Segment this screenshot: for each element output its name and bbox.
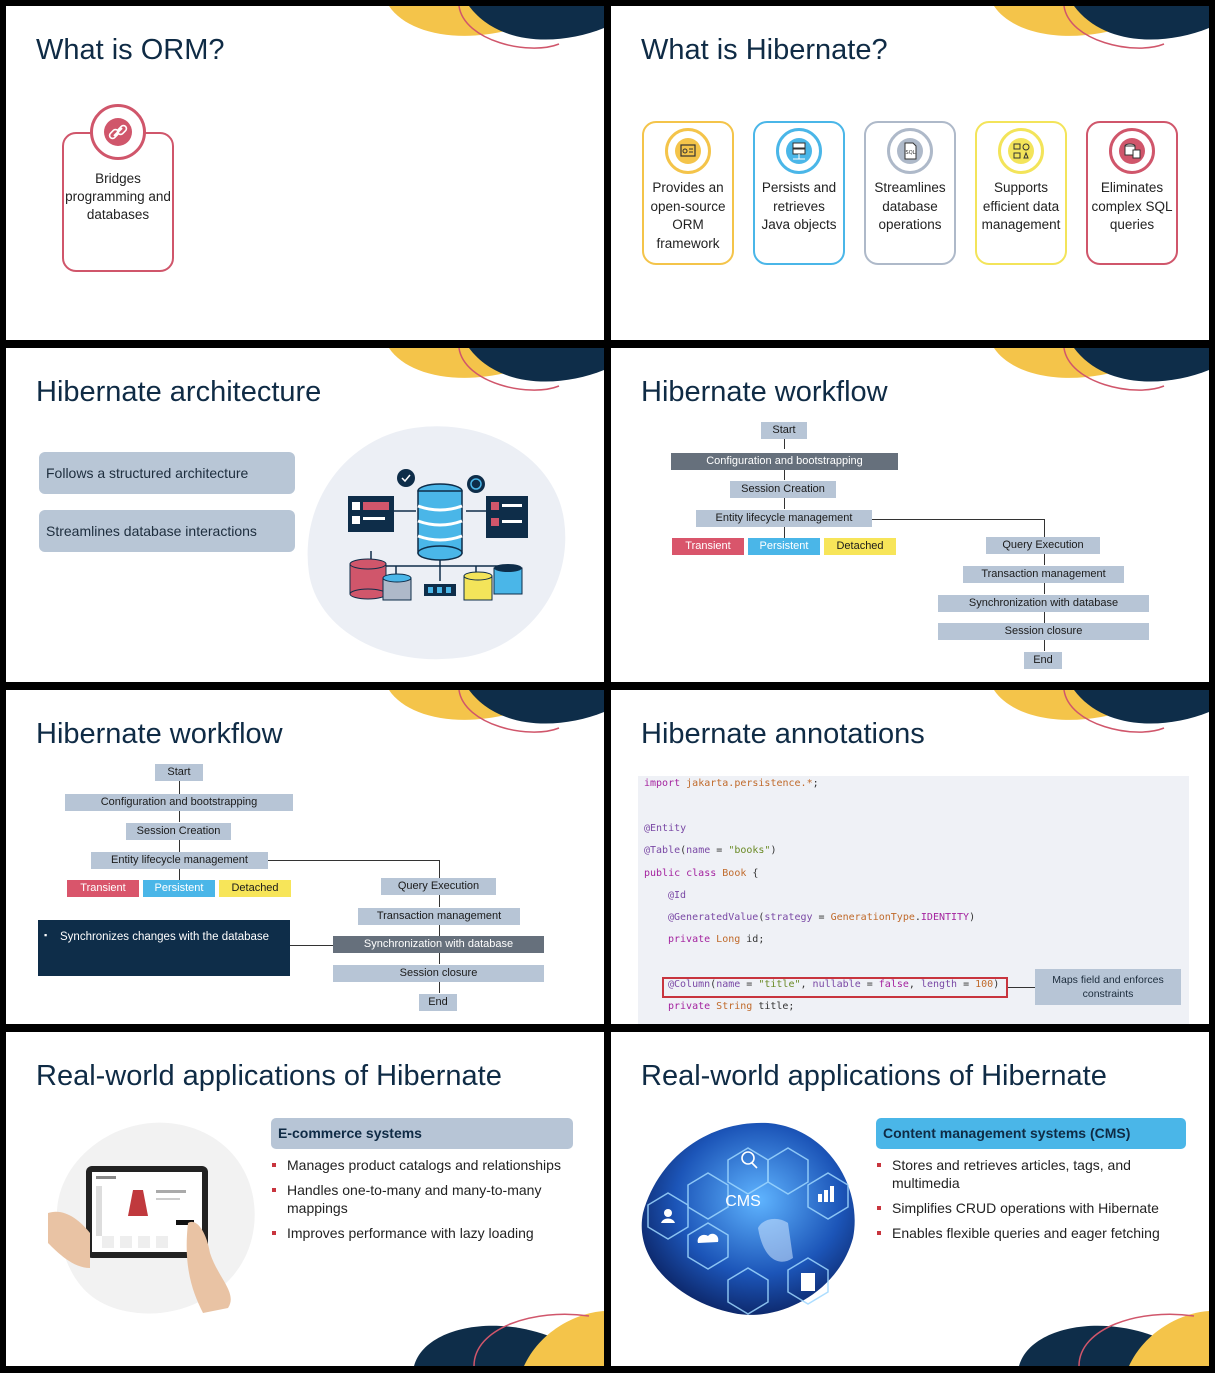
orm-card-text: Bridges programming and databases [65,171,171,222]
slide-real-world-ecommerce: Real-world applications of Hibernate E-c… [6,1032,604,1366]
wf-persistent: Persistent [748,538,820,555]
database-stack-icon [1109,128,1155,174]
svg-text:SQL: SQL [906,150,916,156]
cms-hexagon-image: CMS [641,1122,855,1315]
corner-decoration [994,6,1209,66]
bullet-item: Stores and retrieves articles, tags, and… [876,1156,1176,1192]
slide-hibernate-architecture: Hibernate architecture Follows a structu… [6,348,604,682]
wf-session: Session Creation [730,481,836,498]
slide-title: Hibernate workflow [36,718,283,750]
bullet-item: Handles one-to-many and many-to-many map… [271,1181,571,1217]
wf-query: Query Execution [986,537,1100,554]
column-annotation-highlight [662,977,1008,998]
wf-start: Start [155,764,203,781]
hibernate-card-orm: Provides an open-source ORM framework [642,121,734,265]
hibernate-card-persist: Persists and retrieves Java objects [753,121,845,265]
framework-icon [665,128,711,174]
wf-config: Configuration and bootstrapping [65,794,293,811]
sync-note: Synchronizes changes with the database [38,920,290,976]
app-heading: Content management systems (CMS) [876,1118,1186,1149]
architecture-bar: Streamlines database interactions [39,510,295,552]
hibernate-card-streamline: SQL Streamlines database operations [864,121,956,265]
tablet-shopping-image [48,1122,255,1314]
wf-session: Session Creation [126,823,231,840]
cms-bullets: Stores and retrieves articles, tags, and… [876,1156,1176,1249]
wf-config: Configuration and bootstrapping [671,453,898,470]
bullet-item: Manages product catalogs and relationshi… [271,1156,571,1174]
sql-document-icon: SQL [887,128,933,174]
code-block: import jakarta.persistence.*; @Entity @T… [638,776,1189,1024]
hibernate-card-eliminates: Eliminates complex SQL queries [1086,121,1178,265]
server-icon [776,128,822,174]
slide-title: Real-world applications of Hibernate [641,1060,1107,1092]
slide-title: Hibernate annotations [641,718,925,750]
wf-closure: Session closure [333,965,544,982]
slide-what-is-orm: What is ORM? Bridges programming and dat… [6,6,604,340]
wf-sync: Synchronization with database [938,595,1149,612]
corner-decoration [389,348,604,408]
hibernate-card-text: Persists and retrieves Java objects [761,180,837,232]
wf-end: End [1024,652,1062,669]
wf-lifecycle: Entity lifecycle management [91,852,268,869]
wf-end: End [419,994,457,1011]
wf-start: Start [761,422,807,439]
database-architecture-illustration [348,469,528,601]
wf-transient: Transient [672,538,744,555]
architecture-bar: Follows a structured architecture [39,452,295,494]
orm-card: Bridges programming and databases [62,132,174,272]
corner-decoration [994,348,1209,408]
cms-hex-label: CMS [725,1193,761,1210]
bullet-item: Improves performance with lazy loading [271,1224,571,1242]
corner-decoration [1019,1308,1209,1366]
hibernate-card-supports: Supports efficient data management [975,121,1067,265]
app-heading: E-commerce systems [271,1118,573,1149]
corner-decoration [389,690,604,750]
bullet-item: Simplifies CRUD operations with Hibernat… [876,1199,1176,1217]
data-flow-icon [998,128,1044,174]
wf-persistent: Persistent [143,880,215,897]
wf-transaction: Transaction management [963,566,1124,583]
bullet-item: Enables flexible queries and eager fetch… [876,1224,1176,1242]
corner-decoration [414,1308,604,1366]
hibernate-card-text: Provides an open-source ORM framework [650,180,726,251]
wf-lifecycle: Entity lifecycle management [696,510,872,527]
hibernate-card-text: Streamlines database operations [874,180,946,232]
wf-query: Query Execution [381,878,496,895]
slide-title: Hibernate architecture [36,376,322,408]
slide-hibernate-workflow-2: Hibernate workflow Start Configuration a… [6,690,604,1024]
ecommerce-bullets: Manages product catalogs and relationshi… [271,1156,571,1249]
wf-transient: Transient [67,880,139,897]
corner-decoration [994,690,1209,750]
slide-hibernate-workflow-1: Hibernate workflow Start Configuration a… [611,348,1209,682]
slide-what-is-hibernate: What is Hibernate? Provides an open-sour… [611,6,1209,340]
slide-hibernate-annotations: Hibernate annotations import jakarta.per… [611,690,1209,1024]
hibernate-card-text: Supports efficient data management [981,180,1061,232]
column-callout: Maps field and enforces constraints [1035,969,1181,1005]
slide-real-world-cms: Real-world applications of Hibernate CMS [611,1032,1209,1366]
slide-title: What is ORM? [36,34,225,66]
wf-closure: Session closure [938,623,1149,640]
link-icon [90,104,146,160]
slide-title: What is Hibernate? [641,34,888,66]
hibernate-card-text: Eliminates complex SQL queries [1091,180,1173,232]
corner-decoration [389,6,604,66]
wf-detached: Detached [219,880,291,897]
wf-transaction: Transaction management [358,908,520,925]
slide-title: Hibernate workflow [641,376,888,408]
slide-title: Real-world applications of Hibernate [36,1060,502,1092]
wf-sync: Synchronization with database [333,936,544,953]
wf-detached: Detached [824,538,896,555]
